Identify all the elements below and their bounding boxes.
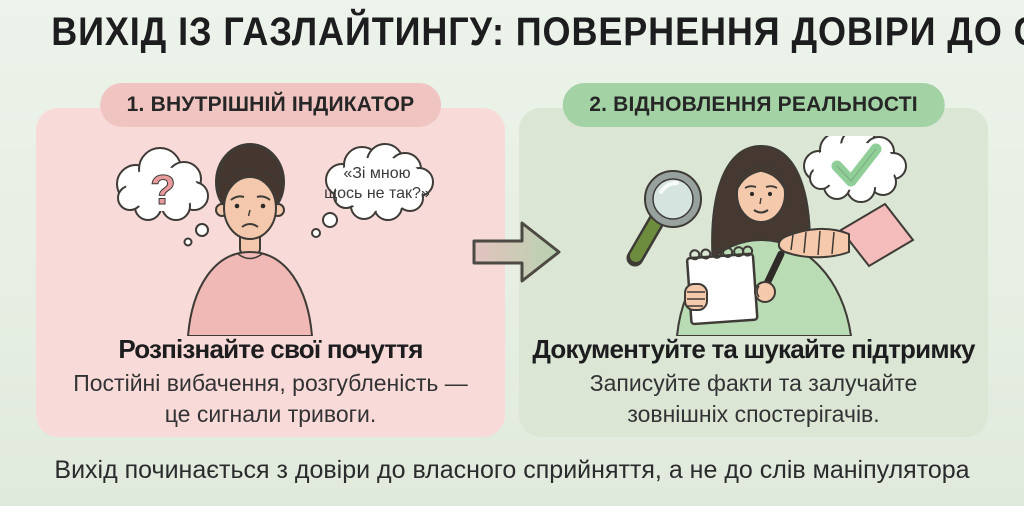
- panel-1-body-line: це сигнали тривоги.: [164, 401, 377, 427]
- panel-2-body: Записуйте факти та залучайте зовнішніх с…: [519, 368, 988, 430]
- panel-2-badge: 2. ВІДНОВЛЕННЯ РЕАЛЬНОСТІ: [562, 83, 945, 127]
- thought-bubble-line: щось не так?»: [324, 185, 430, 202]
- support-hand-icon: [777, 202, 915, 268]
- worried-person: [186, 143, 314, 336]
- panel-1-badge: 1. ВНУТРІШНІЙ ІНДИКАТОР: [99, 83, 442, 127]
- panel-2-heading: Документуйте та шукайте підтримку: [532, 334, 975, 364]
- panel-reality-restoration: 2. ВІДНОВЛЕННЯ РЕАЛЬНОСТІ: [519, 83, 988, 437]
- panel-1-body: Постійні вибачення, розгубленість — це с…: [36, 368, 505, 430]
- page-title: ВИХІД ІЗ ГАЗЛАЙТИНГУ: ПОВЕРНЕННЯ ДОВІРИ …: [51, 10, 1024, 54]
- panel-2-body-line: зовнішніх спостерігачів.: [627, 401, 880, 427]
- panel-2-body-line: Записуйте факти та залучайте: [589, 370, 918, 396]
- worried-person-illustration: ?: [116, 143, 434, 336]
- panel-1-heading: Розпізнайте свої почуття: [118, 334, 423, 364]
- question-cloud-icon: [116, 147, 209, 247]
- thought-bubble-line: «Зі мною: [343, 165, 411, 182]
- left-hand-holding-notepad: [684, 283, 708, 311]
- thought-bubble-text: «Зі мною щось не так?»: [312, 164, 442, 204]
- magnifying-glass-icon: [626, 170, 702, 267]
- checkmark-outline: [836, 148, 877, 182]
- panel-1-body-line: Постійні вибачення, розгубленість —: [73, 370, 468, 396]
- checkmark-glyph: [831, 143, 882, 187]
- question-mark-glyph: ?: [150, 166, 176, 213]
- pen-icon: [754, 250, 785, 303]
- documenting-woman-illustration: [626, 136, 915, 336]
- panel-internal-indicator: 1. ВНУТРІШНІЙ ІНДИКАТОР ?: [36, 83, 505, 437]
- thought-bubble-icon: [311, 143, 434, 238]
- footer-text: Вихід починається з довіри до власного с…: [54, 456, 970, 484]
- right-arrow-icon: [472, 221, 561, 283]
